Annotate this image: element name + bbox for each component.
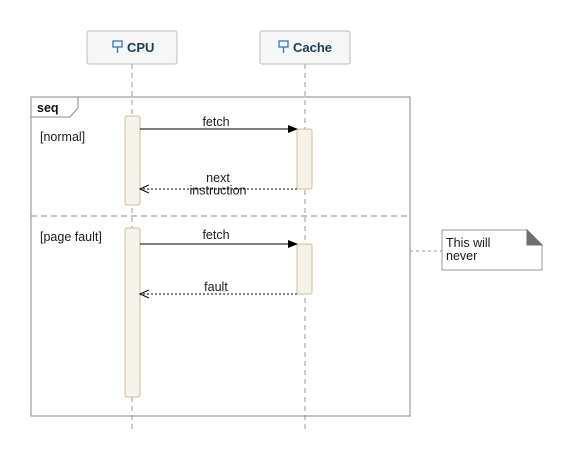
- message-label: fault: [204, 280, 228, 294]
- message-fetch-page-fault[interactable]: fetch: [140, 228, 298, 248]
- operand-guard: [normal]: [40, 130, 85, 144]
- activation-bar: [296, 243, 313, 295]
- operand-guard: [page fault]: [40, 230, 102, 244]
- participant-cache[interactable]: Cache: [259, 30, 351, 65]
- combined-fragment[interactable]: seq [normal] [page fault]: [30, 96, 411, 417]
- participant-icon: [112, 40, 123, 53]
- fragment-operator: seq: [37, 101, 59, 115]
- fragment-operator-tab: [30, 96, 79, 118]
- message-fault[interactable]: fault: [140, 280, 297, 294]
- note-folded-corner: [526, 228, 544, 246]
- activation-bar: [124, 115, 141, 206]
- participant-label: CPU: [127, 40, 154, 55]
- participant-icon: [278, 40, 289, 53]
- message-label: fetch: [202, 115, 229, 129]
- message-label: fetch: [202, 228, 229, 242]
- participant-cpu[interactable]: CPU: [86, 30, 178, 65]
- activation-bar: [296, 128, 313, 190]
- message-fetch-normal[interactable]: fetch: [140, 115, 298, 133]
- activation-bar: [124, 227, 141, 398]
- participant-label: Cache: [293, 40, 332, 55]
